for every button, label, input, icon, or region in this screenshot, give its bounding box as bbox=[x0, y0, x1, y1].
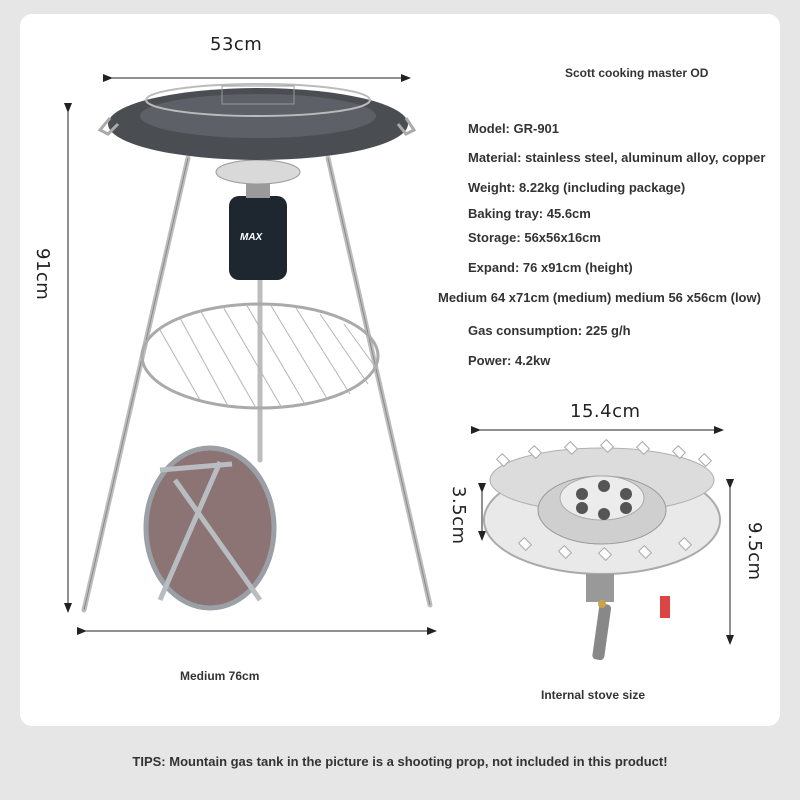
spec-material: Material: stainless steel, aluminum allo… bbox=[468, 150, 766, 165]
spec-gas-consumption: Gas consumption: 225 g/h bbox=[468, 323, 631, 338]
spec-weight: Weight: 8.22kg (including package) bbox=[468, 180, 686, 195]
spec-medium-low: Medium 64 x71cm (medium) medium 56 x56cm… bbox=[438, 290, 761, 305]
spec-model: Model: GR-901 bbox=[468, 121, 560, 136]
base-width-caption: Medium 76cm bbox=[180, 669, 260, 683]
spec-storage: Storage: 56x56x16cm bbox=[468, 230, 601, 245]
stove-width-label: 15.4cm bbox=[570, 401, 641, 422]
height-label: 91cm bbox=[32, 248, 53, 301]
gas-can-label: MAX bbox=[240, 232, 263, 243]
top-width-label: 53cm bbox=[210, 34, 263, 55]
spec-power: Power: 4.2kw bbox=[468, 353, 551, 368]
tips-notice: TIPS: Mountain gas tank in the picture i… bbox=[132, 754, 668, 769]
top-grill-rack bbox=[145, 83, 371, 117]
lower-grill-rack bbox=[140, 302, 380, 410]
product-title: Scott cooking master OD bbox=[565, 66, 709, 80]
stove-total-height-label: 9.5cm bbox=[744, 522, 765, 581]
spec-baking-tray: Baking tray: 45.6cm bbox=[468, 206, 591, 221]
stove-caption: Internal stove size bbox=[541, 688, 646, 702]
stove-burner bbox=[483, 438, 721, 661]
spec-expand: Expand: 76 x91cm (height) bbox=[468, 260, 633, 275]
stove-inner-height-label: 3.5cm bbox=[448, 486, 469, 545]
gas-can bbox=[229, 196, 287, 280]
